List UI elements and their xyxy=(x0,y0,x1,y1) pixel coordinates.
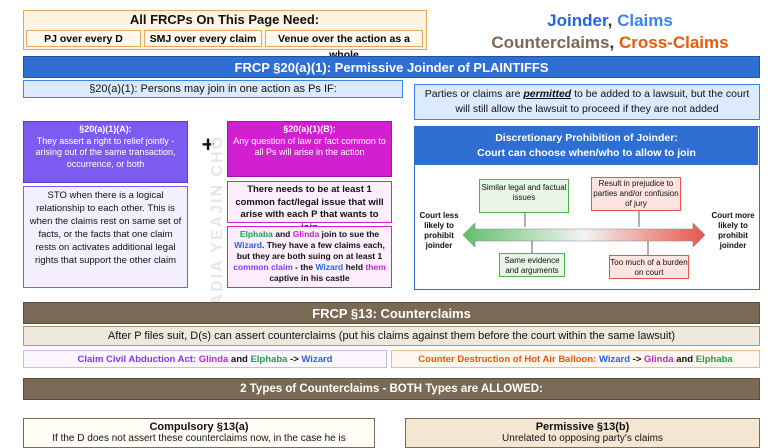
rule-20a1b-detail: There needs to be at least 1 common fact… xyxy=(227,181,392,233)
counterclaim-example: Counter Destruction of Hot Air Balloon: … xyxy=(391,350,760,368)
requirement-venue: Venue over the action as a whole xyxy=(265,30,423,61)
factor-burden: Too much of a burden on court xyxy=(609,255,689,279)
counterclaim-example-wizard: Wizard xyxy=(598,354,631,365)
watermark: NADIA YEAJIN CHO xyxy=(209,134,226,319)
example-and: and xyxy=(272,229,293,239)
compulsory-title: Compulsory §13(a) xyxy=(149,421,249,433)
counterclaim-example-and: and xyxy=(673,354,696,365)
frcp20-intro: §20(a)(1): Persons may join in one actio… xyxy=(23,80,403,98)
example-wizard: Wizard xyxy=(234,240,262,250)
counterclaim-example-glinda: Glinda xyxy=(644,354,674,365)
likelihood-arrow xyxy=(463,223,705,247)
heading-claims: Claims xyxy=(617,11,673,30)
counterclaim-types-bar: 2 Types of Counterclaims - BOTH Types ar… xyxy=(23,378,760,400)
requirement-pj: PJ over every D xyxy=(26,30,141,47)
example-elphaba: Elphaba xyxy=(239,229,273,239)
permissive-box: Permissive §13(b) Unrelated to opposing … xyxy=(405,418,760,448)
rule-20a1b-title: §20(a)(1)(B): xyxy=(283,124,336,134)
rule-20a1a-body: They assert a right to relief jointly - … xyxy=(35,135,176,169)
permitted-note: Parties or claims are permitted to be ad… xyxy=(414,84,760,120)
requirements-box: All FRCPs On This Page Need: PJ over eve… xyxy=(23,10,427,61)
example-text-5: captive in his castle xyxy=(269,273,350,283)
example-them: them xyxy=(365,262,386,272)
rule-20a1b-box: §20(a)(1)(B): Any question of law or fac… xyxy=(227,121,392,177)
discretion-title-1: Discretionary Prohibition of Joinder: xyxy=(495,132,678,144)
claim-example: Claim Civil Abduction Act: Glinda and El… xyxy=(23,350,387,368)
heading-comma-1: , xyxy=(607,11,613,30)
page-heading: Joinder, Claims Counterclaims, Cross-Cla… xyxy=(440,10,780,54)
heading-line-2: Counterclaims, Cross-Claims xyxy=(440,32,780,54)
claim-example-elphaba: Elphaba xyxy=(250,354,288,365)
connector-lines xyxy=(524,209,649,255)
example-text-3: - the xyxy=(292,262,316,272)
plus-sign: + xyxy=(201,132,215,157)
frcp20-bar: FRCP §20(a)(1): Permissive Joinder of PL… xyxy=(23,56,760,78)
example-text-1: join to sue the xyxy=(319,229,380,239)
heading-crossclaims: Cross-Claims xyxy=(618,33,729,52)
compulsory-box: Compulsory §13(a) If the D does not asse… xyxy=(23,418,375,448)
counterclaim-example-label: Counter Destruction of Hot Air Balloon: xyxy=(418,354,599,365)
requirements-title: All FRCPs On This Page Need: xyxy=(129,12,320,27)
discretion-title-2: Court can choose when/who to allow to jo… xyxy=(477,147,696,159)
frcp13-bar: FRCP §13: Counterclaims xyxy=(23,302,760,324)
factor-similar-issues: Similar legal and factual issues xyxy=(479,179,569,213)
factor-same-evidence: Same evidence and arguments xyxy=(499,253,565,277)
permitted-pre: Parties or claims are xyxy=(424,88,524,100)
discretion-title: Discretionary Prohibition of Joinder: Co… xyxy=(415,127,758,165)
heading-joinder: Joinder xyxy=(547,11,608,30)
heading-comma-2: , xyxy=(609,33,615,52)
permissive-body: Unrelated to opposing party's claims xyxy=(502,433,663,444)
factor-prejudice: Result in prejudice to parties and/or co… xyxy=(591,177,681,211)
rule-20a1b-body: Any question of law or fact common to al… xyxy=(233,135,386,158)
claim-example-and: and xyxy=(228,354,251,365)
compulsory-body: If the D does not assert these countercl… xyxy=(52,433,346,444)
requirement-smj-text: SMJ over every claim xyxy=(149,33,257,45)
more-likely-label: Court more likely to prohibit joinder xyxy=(711,211,755,250)
claim-example-arrow: -> xyxy=(287,354,302,365)
example-text-2: . They have a few claims each, but they … xyxy=(236,240,385,261)
claim-example-label: Claim Civil Abduction Act: xyxy=(77,354,199,365)
permitted-post: to be added to a lawsuit, but the court … xyxy=(455,88,750,115)
discretion-box: Discretionary Prohibition of Joinder: Co… xyxy=(414,126,760,290)
claim-example-wizard: Wizard xyxy=(301,354,333,365)
example-text-4: held xyxy=(343,262,366,272)
counterclaim-example-elphaba: Elphaba xyxy=(695,354,733,365)
example-common-claim: common claim xyxy=(233,262,293,272)
requirement-smj: SMJ over every claim xyxy=(144,30,262,47)
rule-20a1a-detail: STO when there is a logical relationship… xyxy=(23,186,188,288)
example-glinda: Glinda xyxy=(292,229,320,239)
example-wizard-2: Wizard xyxy=(315,262,344,272)
requirement-pj-text: PJ over every D xyxy=(44,33,123,45)
counterclaim-example-arrow: -> xyxy=(630,354,645,365)
heading-counterclaims: Counterclaims xyxy=(491,33,610,52)
less-likely-label: Court less likely to prohibit joinder xyxy=(419,211,459,250)
rule-20a1a-box: §20(a)(1)(A): They assert a right to rel… xyxy=(23,121,188,183)
joinder-example: Elphaba and Glinda join to sue the Wizar… xyxy=(227,226,392,288)
permitted-emphasis: permitted xyxy=(523,88,572,100)
claim-example-glinda: Glinda xyxy=(198,354,229,365)
frcp13-description: After P files suit, D(s) can assert coun… xyxy=(23,326,760,346)
permissive-title: Permissive §13(b) xyxy=(535,421,630,433)
rule-20a1a-title: §20(a)(1)(A): xyxy=(79,124,132,134)
heading-line-1: Joinder, Claims xyxy=(440,10,780,32)
